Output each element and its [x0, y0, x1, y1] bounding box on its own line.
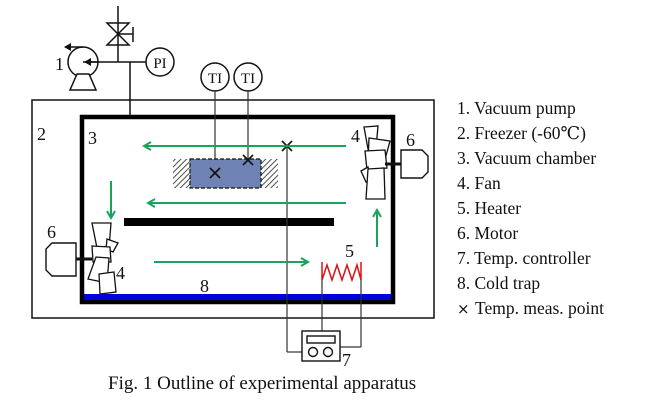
- legend-item: 8. Cold trap: [457, 273, 541, 293]
- shelf: [124, 218, 334, 226]
- sample-insulation-right: [261, 159, 278, 188]
- sample: [189, 158, 262, 189]
- cold-trap: [84, 294, 391, 300]
- heater-coil: [321, 262, 362, 283]
- freezer-box: [31, 99, 435, 319]
- legend-item: 1. Vacuum pump: [457, 98, 576, 118]
- sample-insulation-left: [173, 159, 190, 188]
- airflow-arrows: [111, 146, 377, 262]
- valve-icon: [105, 22, 134, 46]
- label-fan-right: 4: [351, 126, 360, 146]
- legend-item: 7. Temp. controller: [457, 248, 591, 268]
- motor-right-icon: [400, 149, 429, 179]
- label-cold-trap: 8: [200, 276, 209, 296]
- label-motor-right: 6: [406, 130, 415, 150]
- fan-right-icon: [360, 125, 391, 200]
- label-temp-indicator-2: TI: [241, 71, 255, 87]
- label-pressure-indicator: PI: [153, 56, 166, 72]
- pressure-indicator: [145, 47, 175, 77]
- legend-item: 3. Vacuum chamber: [457, 148, 597, 168]
- motor-left-icon: [45, 242, 77, 277]
- figure-caption: Fig. 1 Outline of experimental apparatus: [108, 373, 417, 394]
- legend-item: 2. Freezer (-60℃): [457, 123, 586, 143]
- label-freezer: 2: [37, 124, 46, 144]
- legend-item: 5. Heater: [457, 198, 522, 218]
- legend-item: 6. Motor: [457, 223, 519, 243]
- label-fan-left: 4: [116, 263, 125, 283]
- temp-meas-point-symbol: ×: [457, 300, 470, 318]
- label-chamber: 3: [88, 128, 97, 148]
- legend-item-meas-point: × Temp. meas. point: [457, 296, 604, 322]
- fan-left-icon: [87, 222, 119, 295]
- legend-meas-point-text: Temp. meas. point: [475, 298, 605, 318]
- legend: 1. Vacuum pump 2. Freezer (-60℃) 3. Vacu…: [457, 96, 604, 322]
- label-pump: 1: [55, 54, 64, 74]
- temp-controller-icon: [301, 330, 341, 362]
- label-controller: 7: [342, 350, 351, 370]
- vacuum-chamber: [79, 114, 396, 305]
- vacuum-pump-icon: [64, 43, 99, 91]
- legend-item: 4. Fan: [457, 173, 501, 193]
- label-temp-indicator-1: TI: [208, 71, 222, 87]
- label-heater: 5: [345, 241, 354, 261]
- label-motor-left: 6: [47, 222, 56, 242]
